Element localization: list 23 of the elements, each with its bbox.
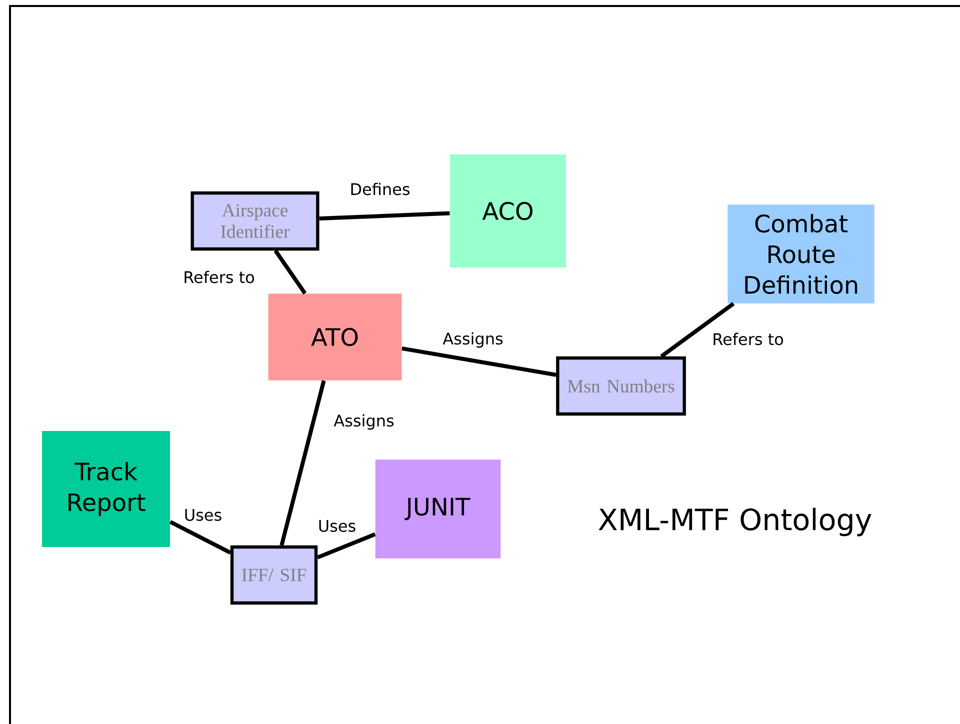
label-box: Msn Numbers	[556, 356, 686, 416]
label-box: IFF/ SIF	[230, 545, 318, 605]
label-box: Airspace Identifier	[190, 191, 320, 251]
connector-line	[402, 346, 556, 377]
concept-box: JUNIT	[375, 460, 501, 558]
concept-box: Track Report	[42, 431, 170, 547]
connector-line	[660, 302, 735, 358]
diagram-title: XML-MTF Ontology	[598, 508, 872, 536]
edge-label: Defines	[348, 181, 412, 197]
connector-line	[280, 380, 326, 546]
concept-box: ACO	[450, 154, 566, 268]
edge-label: Refers to	[710, 331, 786, 347]
connector-line	[319, 211, 450, 220]
edge-label: Refers to	[182, 269, 256, 285]
edge-label: Uses	[316, 518, 358, 534]
connector-line	[169, 520, 232, 554]
edge-label: Assigns	[441, 330, 505, 350]
edge-label: Uses	[182, 508, 224, 522]
connector-line	[316, 532, 376, 560]
edge-label: Assigns	[332, 412, 396, 432]
concept-box: Combat Route Definition	[728, 204, 874, 304]
concept-box: ATO	[268, 294, 402, 380]
connector-line	[274, 249, 307, 295]
